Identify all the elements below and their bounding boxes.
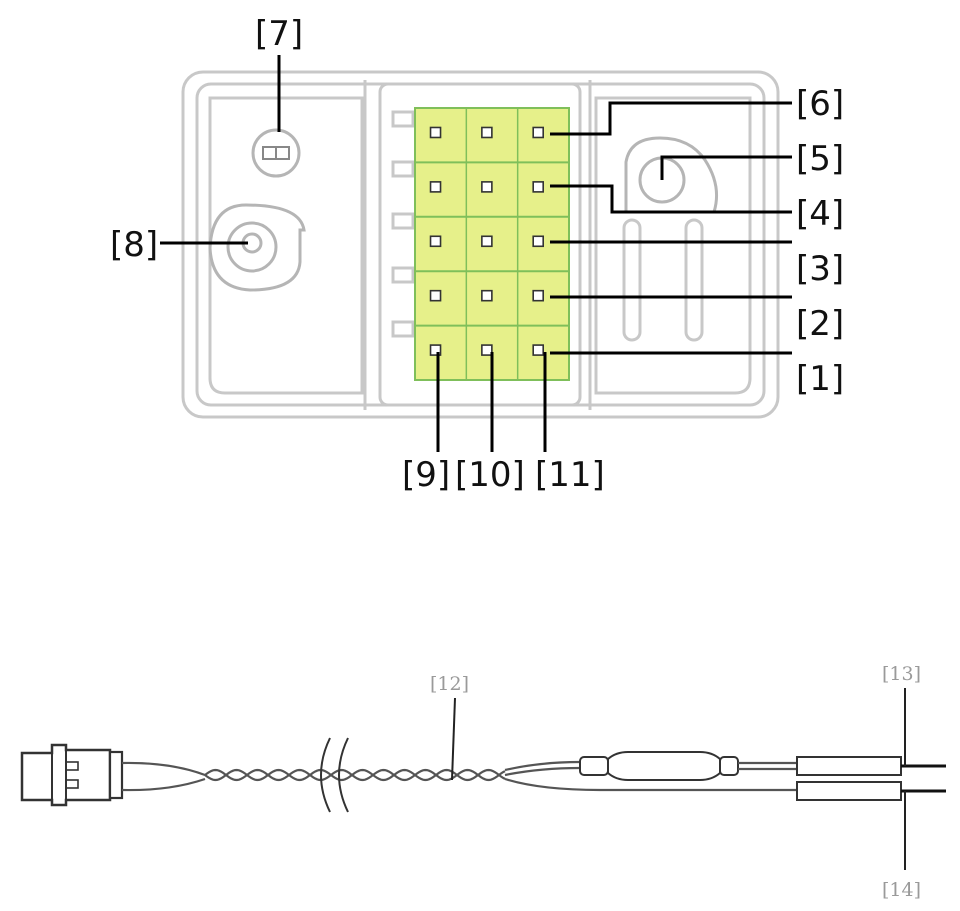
pin bbox=[429, 289, 442, 302]
label-13: [13] bbox=[882, 663, 921, 685]
label-14: [14] bbox=[882, 879, 921, 901]
label-3: [3] bbox=[796, 249, 844, 289]
pin bbox=[532, 181, 545, 193]
label-9: [9] bbox=[402, 455, 450, 495]
label-12: [12] bbox=[430, 673, 469, 695]
bind-button bbox=[251, 128, 301, 178]
pin bbox=[532, 235, 545, 248]
pin bbox=[429, 344, 442, 356]
pin bbox=[429, 181, 442, 193]
pin bbox=[429, 126, 442, 139]
label-5: [5] bbox=[796, 139, 844, 179]
label-2: [2] bbox=[796, 304, 844, 344]
label-10: [10] bbox=[455, 455, 525, 495]
receiver-labels: [6] [5] [4] [3] [2] [1] [7] [8] [9] [10]… bbox=[110, 14, 844, 495]
pin bbox=[481, 235, 493, 248]
pin bbox=[481, 289, 493, 302]
cable-assembly bbox=[20, 737, 946, 813]
label-11: [11] bbox=[535, 455, 605, 495]
led-indicator bbox=[208, 203, 306, 292]
antenna-mount bbox=[622, 136, 718, 342]
label-6: [6] bbox=[796, 84, 844, 124]
connector-plug bbox=[20, 743, 124, 807]
label-1: [1] bbox=[796, 359, 844, 399]
pin bbox=[481, 344, 493, 356]
pin bbox=[429, 235, 442, 248]
pin bbox=[532, 289, 545, 302]
cable-leaders bbox=[451, 688, 906, 870]
receiver-leaders bbox=[160, 55, 792, 452]
pin bbox=[481, 181, 493, 193]
label-7: [7] bbox=[255, 14, 303, 54]
pin-header bbox=[414, 107, 570, 381]
pin bbox=[532, 126, 545, 139]
pin bbox=[532, 344, 545, 356]
label-8: [8] bbox=[110, 225, 158, 265]
pin bbox=[481, 126, 493, 139]
receiver-housing bbox=[181, 70, 780, 419]
cable-labels: [12] [13] [14] bbox=[430, 663, 921, 901]
label-4: [4] bbox=[796, 194, 844, 234]
